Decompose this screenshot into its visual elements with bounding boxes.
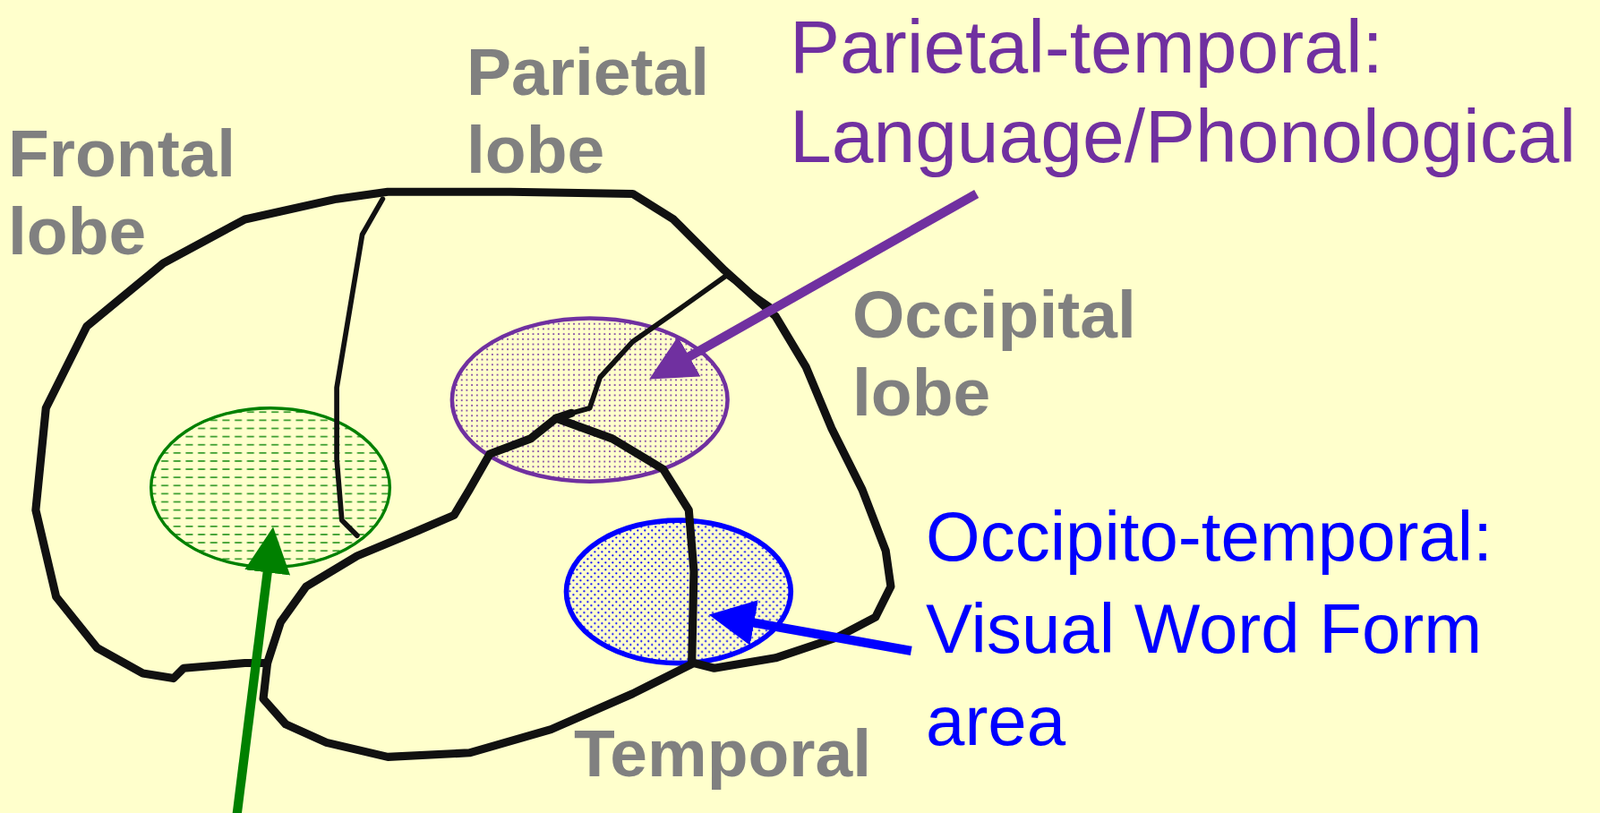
central-sulcus <box>336 198 383 536</box>
blue-leader-arrow <box>722 616 912 651</box>
lobe-label: Occipital lobe <box>852 275 1148 432</box>
lobe-label: Frontal lobe <box>8 114 268 271</box>
parieto-occipital-sulcus <box>571 275 771 414</box>
green-leader-arrow <box>236 540 272 813</box>
sylvian-fissure <box>267 412 573 663</box>
parietal-temporal-region <box>452 317 728 481</box>
brain-outline <box>35 191 891 757</box>
callout-label: Occipito-temporal: Visual Word Form area <box>925 490 1571 768</box>
occipital-boundary <box>556 418 694 661</box>
lobe-label: Parietal lobe <box>466 33 727 189</box>
lobe-label: Temporal <box>573 714 897 793</box>
occipito-temporal-region <box>566 520 792 663</box>
callout-label: Parietal-temporal: Language/Phonological <box>789 1 1592 181</box>
